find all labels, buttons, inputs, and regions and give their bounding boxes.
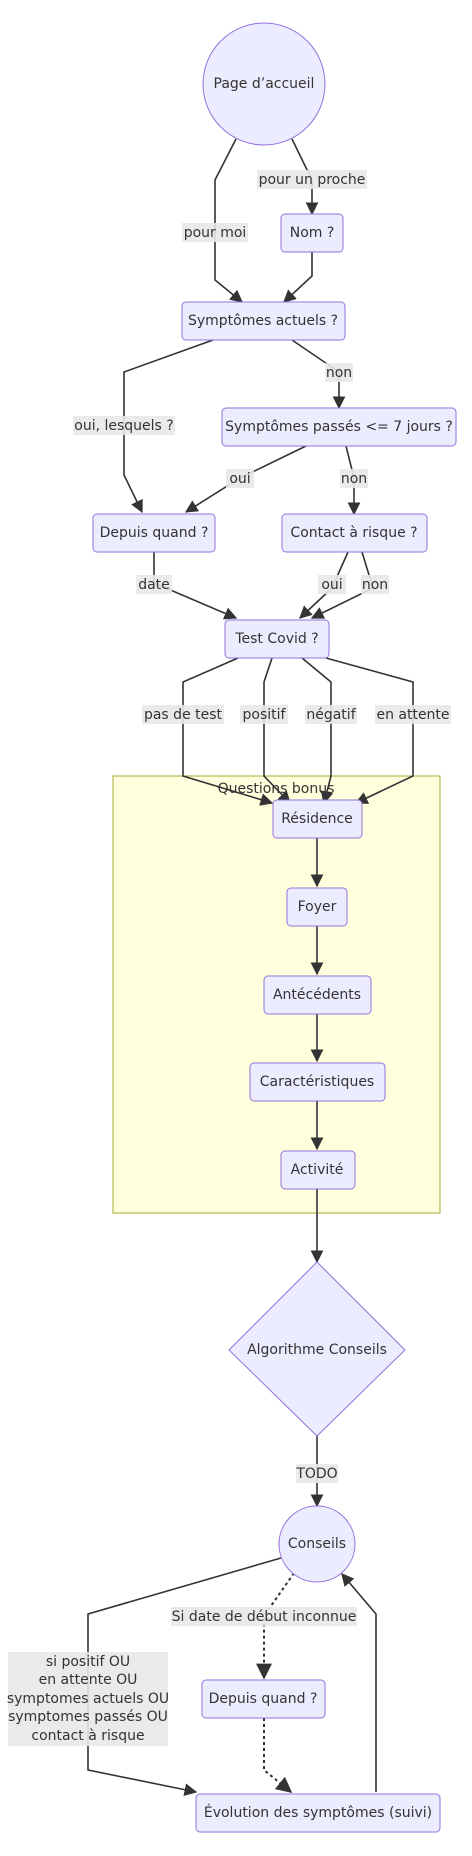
edge-label-pour-moi: pour moi xyxy=(182,223,248,242)
edge-labels: pour un proche pour moi non oui, lesquel… xyxy=(7,170,451,1746)
svg-text:Symptômes passés <= 7 jours ?: Symptômes passés <= 7 jours ? xyxy=(225,419,453,435)
node-residence: Résidence xyxy=(272,799,363,839)
edge-label-date: date xyxy=(136,575,172,594)
svg-text:Algorithme Conseils: Algorithme Conseils xyxy=(247,1342,387,1358)
edge-evolution-to-conseils xyxy=(341,1573,377,1792)
edge-label-pas-de-test: pas de test xyxy=(142,705,224,724)
svg-text:Résidence: Résidence xyxy=(281,811,353,827)
node-evolution-symptomes: Évolution des symptômes (suivi) xyxy=(195,1793,441,1833)
edge-label-oui-2: oui xyxy=(318,575,346,594)
edge-label-oui-lesquels: oui, lesquels ? xyxy=(73,416,175,435)
svg-text:Si date de début inconnue: Si date de début inconnue xyxy=(172,1609,357,1625)
svg-text:négatif: négatif xyxy=(306,707,356,723)
node-activite: Activité xyxy=(280,1150,356,1190)
svg-text:en attente: en attente xyxy=(376,707,449,723)
condition-line-3: symptomes actuels OU xyxy=(7,1691,169,1707)
svg-text:non: non xyxy=(341,471,367,487)
node-symptomes-passes: Symptômes passés <= 7 jours ? xyxy=(221,407,457,447)
edge-label-oui-1: oui xyxy=(226,469,254,488)
edge-label-non-2: non xyxy=(340,469,368,488)
condition-line-4: symptomes passés OU xyxy=(8,1709,168,1725)
edge-test-covid-to-residence-positif xyxy=(263,657,291,804)
edge-label-non-3: non xyxy=(361,575,389,594)
svg-text:Nom ?: Nom ? xyxy=(290,225,335,241)
edge-label-pour-un-proche: pour un proche xyxy=(257,170,367,189)
svg-text:TODO: TODO xyxy=(295,1466,337,1482)
edge-label-todo: TODO xyxy=(295,1464,338,1483)
edge-label-non-1: non xyxy=(325,363,353,382)
svg-text:oui: oui xyxy=(321,577,342,593)
svg-text:Caractéristiques: Caractéristiques xyxy=(260,1074,374,1090)
condition-line-5: contact à risque xyxy=(31,1728,144,1744)
edge-test-covid-to-residence-negatif xyxy=(301,657,334,805)
node-antecedents: Antécédents xyxy=(263,975,372,1015)
edge-label-conditions: si positif OU en attente OU symptomes ac… xyxy=(7,1652,169,1746)
node-symptomes-actuels: Symptômes actuels ? xyxy=(181,301,346,341)
edge-test-covid-to-residence-en-attente xyxy=(325,657,414,804)
edge-label-positif: positif xyxy=(240,705,288,724)
svg-text:oui, lesquels ?: oui, lesquels ? xyxy=(74,418,173,434)
node-test-covid: Test Covid ? xyxy=(224,619,330,659)
svg-text:Depuis quand ?: Depuis quand ? xyxy=(100,525,209,541)
svg-text:Page d’accueil: Page d’accueil xyxy=(214,76,315,92)
node-nom: Nom ? xyxy=(280,213,344,253)
svg-text:Foyer: Foyer xyxy=(298,899,337,915)
svg-text:date: date xyxy=(138,577,170,593)
svg-text:pour un proche: pour un proche xyxy=(259,172,366,188)
node-algorithme-conseils: Algorithme Conseils xyxy=(228,1261,406,1437)
node-caracteristiques: Caractéristiques xyxy=(249,1062,386,1102)
node-depuis-quand-1: Depuis quand ? xyxy=(92,513,216,553)
edge-label-en-attente: en attente xyxy=(375,705,451,724)
edge-test-covid-to-residence-pas-de-test xyxy=(182,657,274,806)
svg-text:Conseils: Conseils xyxy=(288,1536,346,1552)
nodes: Page d’accueil Nom ? Symptômes actuels ?… xyxy=(92,22,457,1833)
svg-text:Antécédents: Antécédents xyxy=(273,987,361,1003)
svg-text:non: non xyxy=(326,365,352,381)
edge-depuis-quand-2-to-evolution xyxy=(263,1718,293,1794)
condition-line-2: en attente OU xyxy=(39,1672,138,1688)
node-foyer: Foyer xyxy=(286,887,348,927)
edge-label-negatif: négatif xyxy=(305,705,357,724)
edge-accueil-to-symptomes-actuels xyxy=(214,138,243,303)
svg-text:Contact à risque ?: Contact à risque ? xyxy=(290,525,417,541)
svg-text:Test Covid ?: Test Covid ? xyxy=(234,631,318,647)
svg-text:Symptômes actuels ?: Symptômes actuels ? xyxy=(188,313,338,329)
condition-line-1: si positif OU xyxy=(46,1654,130,1670)
node-conseils: Conseils xyxy=(278,1505,356,1583)
edge-label-si-date: Si date de début inconnue xyxy=(171,1607,357,1626)
node-depuis-quand-2: Depuis quand ? xyxy=(201,1679,326,1719)
svg-text:oui: oui xyxy=(229,471,250,487)
svg-text:positif: positif xyxy=(243,707,287,723)
node-page-accueil: Page d’accueil xyxy=(202,22,326,146)
svg-text:pour moi: pour moi xyxy=(184,225,247,241)
svg-text:non: non xyxy=(362,577,388,593)
svg-text:pas de test: pas de test xyxy=(144,707,223,723)
svg-text:Évolution des symptômes (suivi: Évolution des symptômes (suivi) xyxy=(204,1804,432,1821)
edge-nom-to-symptomes-actuels xyxy=(283,252,313,303)
svg-text:Activité: Activité xyxy=(291,1162,344,1178)
svg-text:Depuis quand ?: Depuis quand ? xyxy=(209,1691,318,1707)
node-contact-risque: Contact à risque ? xyxy=(281,513,428,553)
